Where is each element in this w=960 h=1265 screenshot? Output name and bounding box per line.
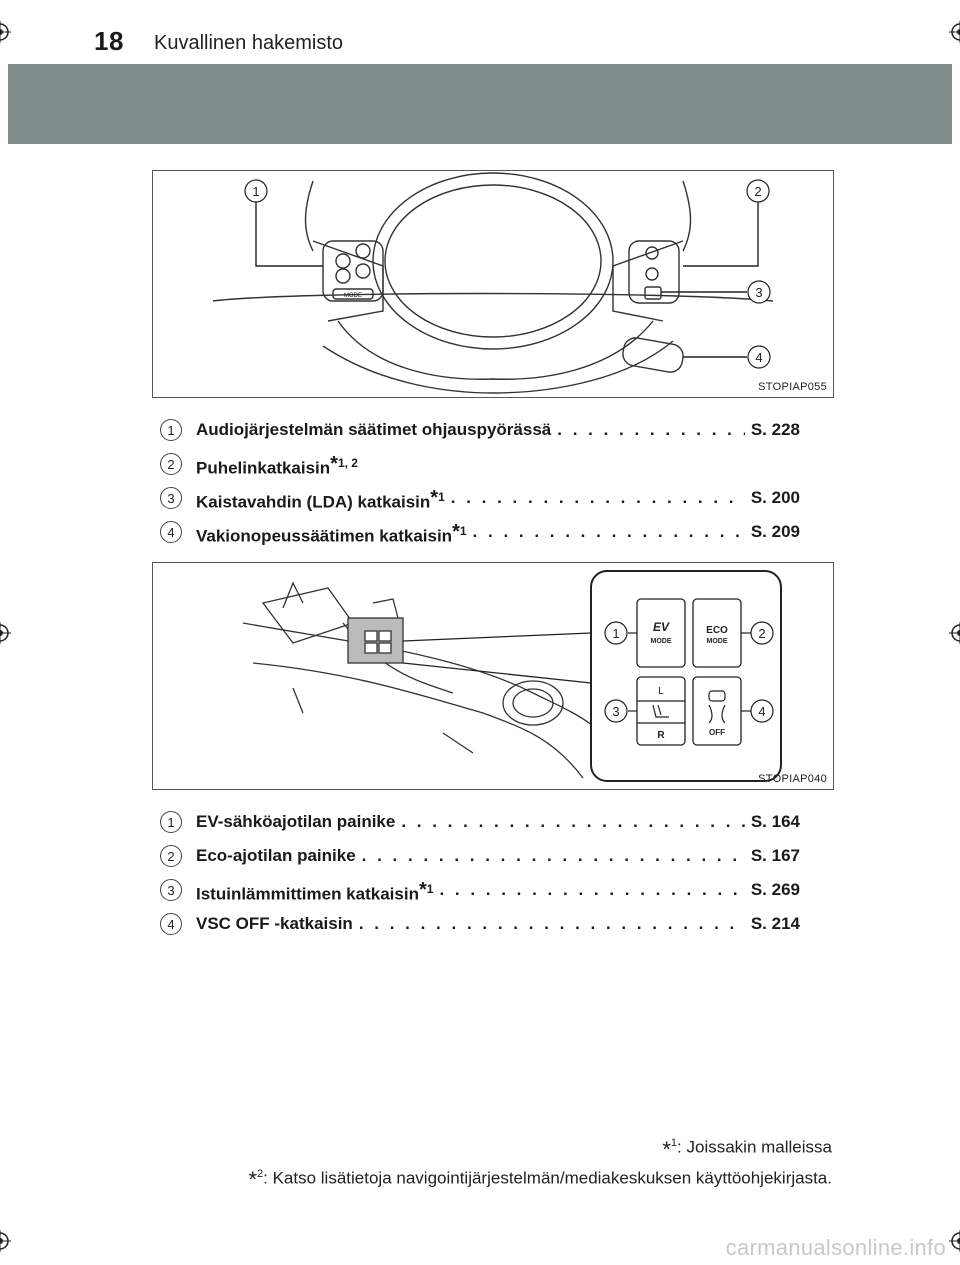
list-item: 4 Vakionopeussäätimen katkaisin*1 S. 209 bbox=[160, 515, 800, 549]
vsc-off-label: OFF bbox=[709, 728, 725, 737]
footnote-ref: 1, 2 bbox=[337, 455, 358, 470]
leader-dots bbox=[401, 812, 745, 832]
ev-button-label: EV bbox=[653, 620, 670, 634]
header-band bbox=[8, 64, 952, 144]
callout-3: 3 bbox=[612, 704, 619, 719]
callout-2: 2 bbox=[758, 626, 765, 641]
seat-heater-low-label: L bbox=[658, 686, 664, 697]
console-drawing: 1 2 3 4 EV MODE ECO MODE L R OFF bbox=[242, 570, 782, 782]
page-reference: S. 200 bbox=[750, 488, 800, 507]
item-number: 1 bbox=[160, 419, 182, 441]
item-number: 2 bbox=[160, 845, 182, 867]
watermark: carmanualsonline.info bbox=[725, 1235, 946, 1260]
page-reference: S. 164 bbox=[750, 812, 800, 831]
callout-4: 4 bbox=[758, 704, 765, 719]
callout-2: 2 bbox=[754, 184, 761, 199]
leader-dots bbox=[557, 420, 745, 440]
item-number: 3 bbox=[160, 487, 182, 509]
item-label: EV-sähköajotilan painike bbox=[196, 812, 396, 831]
leader-dots bbox=[439, 880, 744, 900]
item-number: 3 bbox=[160, 879, 182, 901]
registration-mark-icon bbox=[949, 622, 960, 644]
mode-button-text: MODE bbox=[344, 293, 362, 299]
callout-circles bbox=[244, 179, 771, 369]
item-number: 1 bbox=[160, 811, 182, 833]
steering-wheel-illustration: 1 2 3 4 MODE STOPIAP055 bbox=[152, 170, 834, 398]
leader-dots bbox=[451, 488, 745, 508]
footnote-ref: 1 bbox=[438, 489, 445, 504]
footnote-1: *1: Joissakin malleissa bbox=[662, 1136, 832, 1162]
callout-1: 1 bbox=[612, 626, 619, 641]
figure-code: STOPIAP040 bbox=[758, 773, 827, 785]
item-label: Kaistavahdin (LDA) katkaisin*1 bbox=[196, 486, 445, 512]
leader-dots bbox=[473, 522, 745, 542]
steering-wheel-drawing: 1 2 3 4 MODE bbox=[212, 172, 774, 394]
list-item: 2 Puhelinkatkaisin*1, 2 bbox=[160, 447, 800, 481]
footnote-ref: 1 bbox=[426, 881, 434, 896]
list-item: 1 EV-sähköajotilan painike S. 164 bbox=[160, 805, 800, 839]
console-switches-list: 1 EV-sähköajotilan painike S. 164 2 Eco-… bbox=[160, 805, 800, 941]
page-reference: S. 209 bbox=[750, 522, 800, 541]
page-reference: S. 167 bbox=[750, 846, 800, 865]
callout-4: 4 bbox=[755, 350, 762, 365]
item-number: 4 bbox=[160, 521, 182, 543]
page-title: Kuvallinen hakemisto bbox=[154, 32, 343, 54]
steering-controls-list: 1 Audiojärjestelmän säätimet ohjauspyörä… bbox=[160, 413, 800, 549]
list-item: 1 Audiojärjestelmän säätimet ohjauspyörä… bbox=[160, 413, 800, 447]
item-label: Eco-ajotilan painike bbox=[196, 846, 356, 865]
item-label: Vakionopeussäätimen katkaisin*1 bbox=[196, 520, 467, 546]
footnote-ref: 1 bbox=[459, 523, 467, 538]
page-reference: S. 214 bbox=[750, 914, 800, 933]
callout-1: 1 bbox=[252, 184, 259, 199]
registration-mark-icon bbox=[0, 21, 11, 43]
seat-heater-icon bbox=[652, 704, 669, 718]
item-label: Istuinlämmittimen katkaisin*1 bbox=[196, 878, 434, 904]
leader-dots bbox=[362, 846, 745, 866]
page-reference: S. 228 bbox=[750, 420, 800, 439]
list-item: 3 Kaistavahdin (LDA) katkaisin*1 S. 200 bbox=[160, 481, 800, 515]
footnotes: *1: Joissakin malleissa *2: Katso lisäti… bbox=[248, 1130, 832, 1193]
list-item: 3 Istuinlämmittimen katkaisin*1 S. 269 bbox=[160, 873, 800, 907]
eco-button-label: ECO bbox=[706, 625, 728, 636]
item-label: VSC OFF -katkaisin bbox=[196, 914, 353, 933]
seat-heater-high-label: R bbox=[657, 730, 665, 741]
callout-3: 3 bbox=[755, 285, 762, 300]
eco-mode-label: MODE bbox=[707, 638, 728, 645]
registration-mark-icon bbox=[0, 622, 11, 644]
list-item: 2 Eco-ajotilan painike S. 167 bbox=[160, 839, 800, 873]
registration-mark-icon bbox=[949, 1230, 960, 1252]
item-label: Audiojärjestelmän säätimet ohjauspyöräss… bbox=[196, 420, 552, 439]
figure-code: STOPIAP055 bbox=[758, 381, 827, 393]
page-reference: S. 269 bbox=[750, 880, 800, 899]
list-item: 4 VSC OFF -katkaisin S. 214 bbox=[160, 907, 800, 941]
ev-mode-label: MODE bbox=[651, 638, 672, 645]
item-number: 2 bbox=[160, 453, 182, 475]
footnote-2: *2: Katso lisätietoja navigointijärjeste… bbox=[248, 1167, 832, 1193]
item-label: Puhelinkatkaisin*1, 2 bbox=[196, 452, 358, 478]
page-header: 18 Kuvallinen hakemisto bbox=[8, 26, 952, 62]
console-illustration: 1 2 3 4 EV MODE ECO MODE L R OFF STOPIAP… bbox=[152, 562, 834, 790]
registration-mark-icon bbox=[0, 1230, 11, 1252]
leader-dots bbox=[359, 914, 745, 934]
item-number: 4 bbox=[160, 913, 182, 935]
registration-mark-icon bbox=[949, 21, 960, 43]
page-number: 18 bbox=[94, 26, 124, 56]
